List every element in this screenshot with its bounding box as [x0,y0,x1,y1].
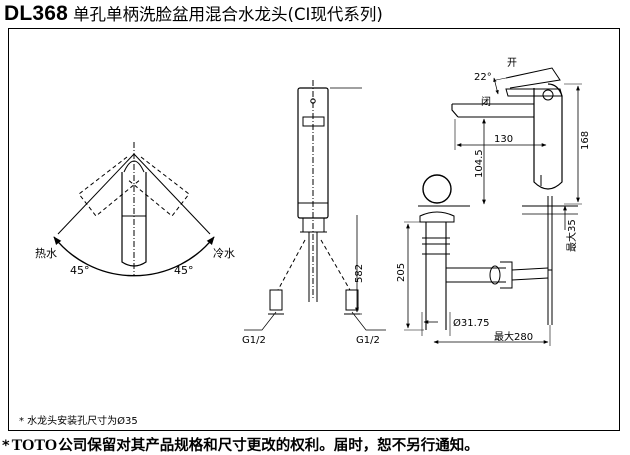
rotation-line-right [133,153,211,235]
open-label: 开 [507,58,517,69]
install-body [533,83,563,190]
angle-left-label: 45° [70,264,90,277]
drain-body [425,222,447,330]
side-aerator [302,116,325,127]
install-hole-note: * 水龙头安装孔尺寸为Ø35 [19,416,138,427]
dim-max35-label: 最大35 [565,219,578,252]
dim-280-label: 最大280 [494,330,533,343]
leader-g12-right [351,311,386,331]
drawing-frame [8,28,620,431]
tailpiece [446,267,506,283]
dim-130-label: 130 [494,134,513,145]
rotation-line-left [57,153,135,235]
fitting-left [269,289,283,311]
front-handle-top [123,160,145,173]
spout [451,103,534,118]
thread-left-label: G1/2 [242,335,266,346]
fitting-right [345,289,359,311]
lever-closed [505,88,563,97]
linkage-rod [511,267,549,281]
leader-g12-left [244,311,277,331]
drain-nuts [422,237,450,255]
dim-dia-label: Ø31.75 [453,317,490,329]
lever-open [505,67,561,89]
dim-168-label: 168 [580,131,591,150]
hot-water-label: 热水 [35,247,57,260]
dim-1045-label: 104.5 [474,149,485,178]
thread-right-label: G1/2 [356,335,380,346]
drain-flange [419,211,455,223]
side-view [244,80,386,331]
install-view [404,67,582,346]
product-name: 单孔单柄洗脸盆用混合水龙头(CI现代系列) [73,5,383,24]
rotated-handles [78,156,190,217]
hose-paths [277,239,351,291]
lever-angle-label: 22° [474,72,492,83]
front-view [53,142,215,277]
tail-nut [500,261,513,289]
dim-22-arc [493,77,499,95]
front-body [121,172,147,267]
dim-22-ext [495,77,507,81]
closed-label: 闭 [481,95,491,108]
dim-205-label: 205 [396,263,407,282]
rotation-arc [53,236,215,277]
footer-text: 公司保留对其产品规格和尺寸更改的权利。届时，恕不另行通知。 [58,438,479,454]
lever-pivot [542,89,554,101]
brand-name: TOTO [11,437,58,454]
angle-right-label: 45° [174,264,194,277]
footer-star: * [2,438,10,454]
side-shank [300,218,327,233]
model-number: DL368 [4,2,69,25]
drain-cap [422,174,452,204]
dim-582-label: 582 [354,264,365,283]
cold-water-label: 冷水 [213,247,235,260]
disclaimer: *TOTO公司保留对其产品规格和尺寸更改的权利。届时，恕不另行通知。 [2,434,479,455]
pipe-end [489,265,501,285]
